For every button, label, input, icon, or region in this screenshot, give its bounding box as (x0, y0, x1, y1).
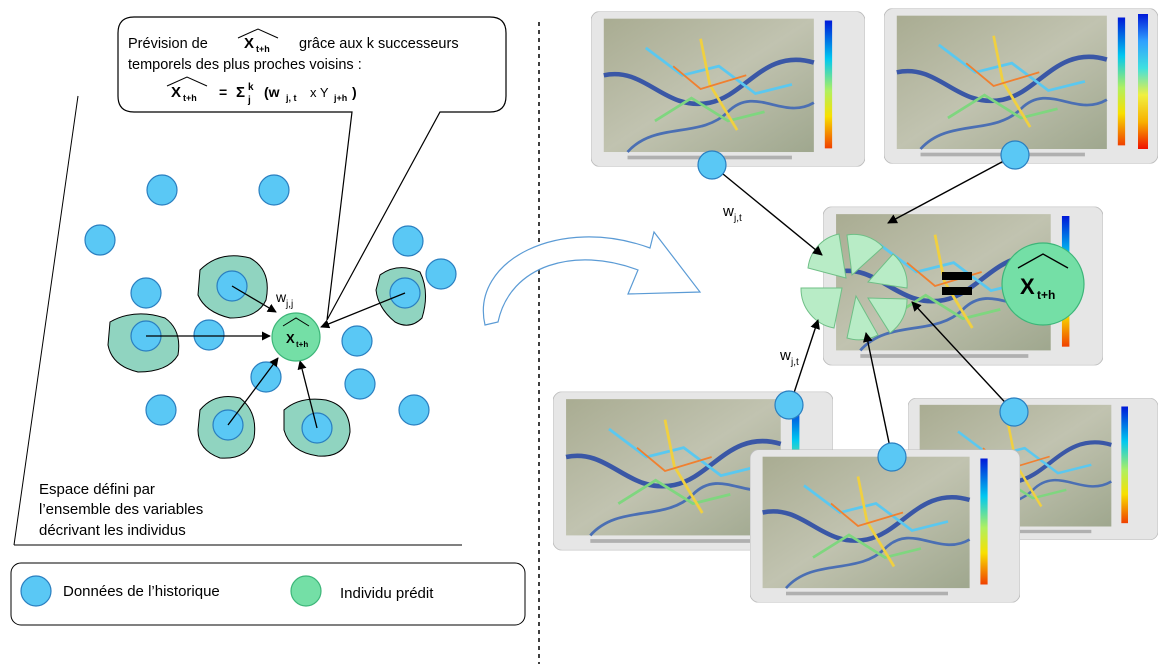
formula-equals: = (219, 84, 227, 100)
weight-label-bottom: w (779, 347, 791, 364)
formula-y-sub: j+h (333, 93, 347, 103)
pie-slice (800, 287, 843, 329)
weight-label-bottom-sub: j,t (790, 357, 799, 368)
formula-x-letter: X (171, 84, 181, 101)
pie-slice (867, 297, 908, 334)
result-x-sub: t+h (1037, 288, 1055, 302)
formula-times: x Y (310, 85, 329, 100)
history-point (425, 258, 457, 290)
history-point (146, 174, 178, 206)
neighbour-arrow (227, 357, 279, 426)
legend-predicted-marker (290, 575, 322, 607)
result-x-letter: X (1020, 274, 1035, 299)
map-anchor-point (1000, 140, 1030, 170)
transition-arrow (482, 230, 702, 326)
history-point (130, 277, 162, 309)
history-point (193, 319, 225, 351)
map-anchor-point (774, 390, 804, 420)
predicted-x-letter: X (286, 331, 295, 346)
history-points (84, 174, 457, 444)
history-point (258, 174, 290, 206)
map-bottom-center (750, 450, 1020, 603)
map-connectors (711, 154, 1016, 458)
predicted-x-sub: t+h (296, 340, 308, 349)
equals-bar-top (942, 272, 972, 280)
history-point (145, 394, 177, 426)
history-point (84, 224, 116, 256)
predicted-point (271, 312, 321, 362)
map-anchor-point (877, 442, 907, 472)
legend-history-label: Données de l’historique (63, 583, 220, 600)
formula-close: ) (352, 84, 357, 100)
combination-pie (800, 233, 908, 341)
connector-arrow (911, 301, 1015, 413)
neighbour-arrow (231, 285, 277, 313)
callout-hat-icon (237, 28, 279, 39)
pie-slice (846, 294, 879, 341)
connector-arrow (887, 154, 1016, 224)
weight-label-left-sub: j,j (285, 299, 293, 310)
neighbour-arrow (297, 360, 318, 429)
map-anchor-point (697, 150, 727, 180)
pie-slice (867, 253, 908, 289)
callout-bubble (117, 16, 507, 321)
space-label-line1: Espace défini par (39, 481, 155, 498)
legend: Données de l’historique Individu prédit (10, 562, 526, 626)
legend-history-marker (20, 575, 52, 607)
result-hat-icon (1017, 253, 1069, 269)
map-top-right (884, 8, 1158, 163)
formula-sum-sub: j (247, 95, 251, 106)
result-predicted-circle (1001, 242, 1085, 326)
legend-predicted-label: Individu prédit (340, 585, 434, 602)
space-plane-edge (13, 95, 79, 546)
pie-slice (807, 233, 847, 279)
neighbour-arrow (320, 292, 406, 329)
formula-sum: Σ (236, 84, 245, 101)
history-point (392, 225, 424, 257)
neighbour-arrows (146, 285, 406, 429)
weight-label-top-sub: j,t (733, 213, 742, 224)
callout-x-letter: X (244, 35, 254, 52)
equals-bar-bottom (942, 287, 972, 295)
formula-sum-sup: k (248, 82, 254, 93)
pie-slice (846, 233, 884, 277)
connector-arrow (789, 319, 820, 406)
weight-label-left: w (275, 289, 287, 305)
weight-label-top: w (722, 203, 734, 220)
space-label-line2: l’ensemble des variables (39, 501, 203, 518)
callout-line1-a: Prévision de (128, 36, 208, 52)
formula-x-sub: t+h (183, 93, 197, 103)
callout-x-sub: t+h (256, 44, 270, 54)
history-point (344, 368, 376, 400)
callout-line1-b: grâce aux k successeurs (299, 36, 459, 52)
connector-arrow (863, 332, 893, 458)
history-point (398, 394, 430, 426)
map-anchor-points (697, 140, 1030, 472)
history-point (341, 325, 373, 357)
connector-arrow (711, 164, 823, 256)
formula-w-sub: j, t (285, 93, 297, 103)
map-anchor-point (999, 397, 1029, 427)
space-label-line3: décrivant les individus (39, 522, 186, 539)
formula-open: (w (264, 84, 280, 100)
predicted-hat-icon (282, 317, 310, 327)
callout-line2: temporels des plus proches voisins : (128, 57, 362, 73)
map-top-left (591, 11, 865, 166)
formula-hat-icon (166, 76, 208, 87)
